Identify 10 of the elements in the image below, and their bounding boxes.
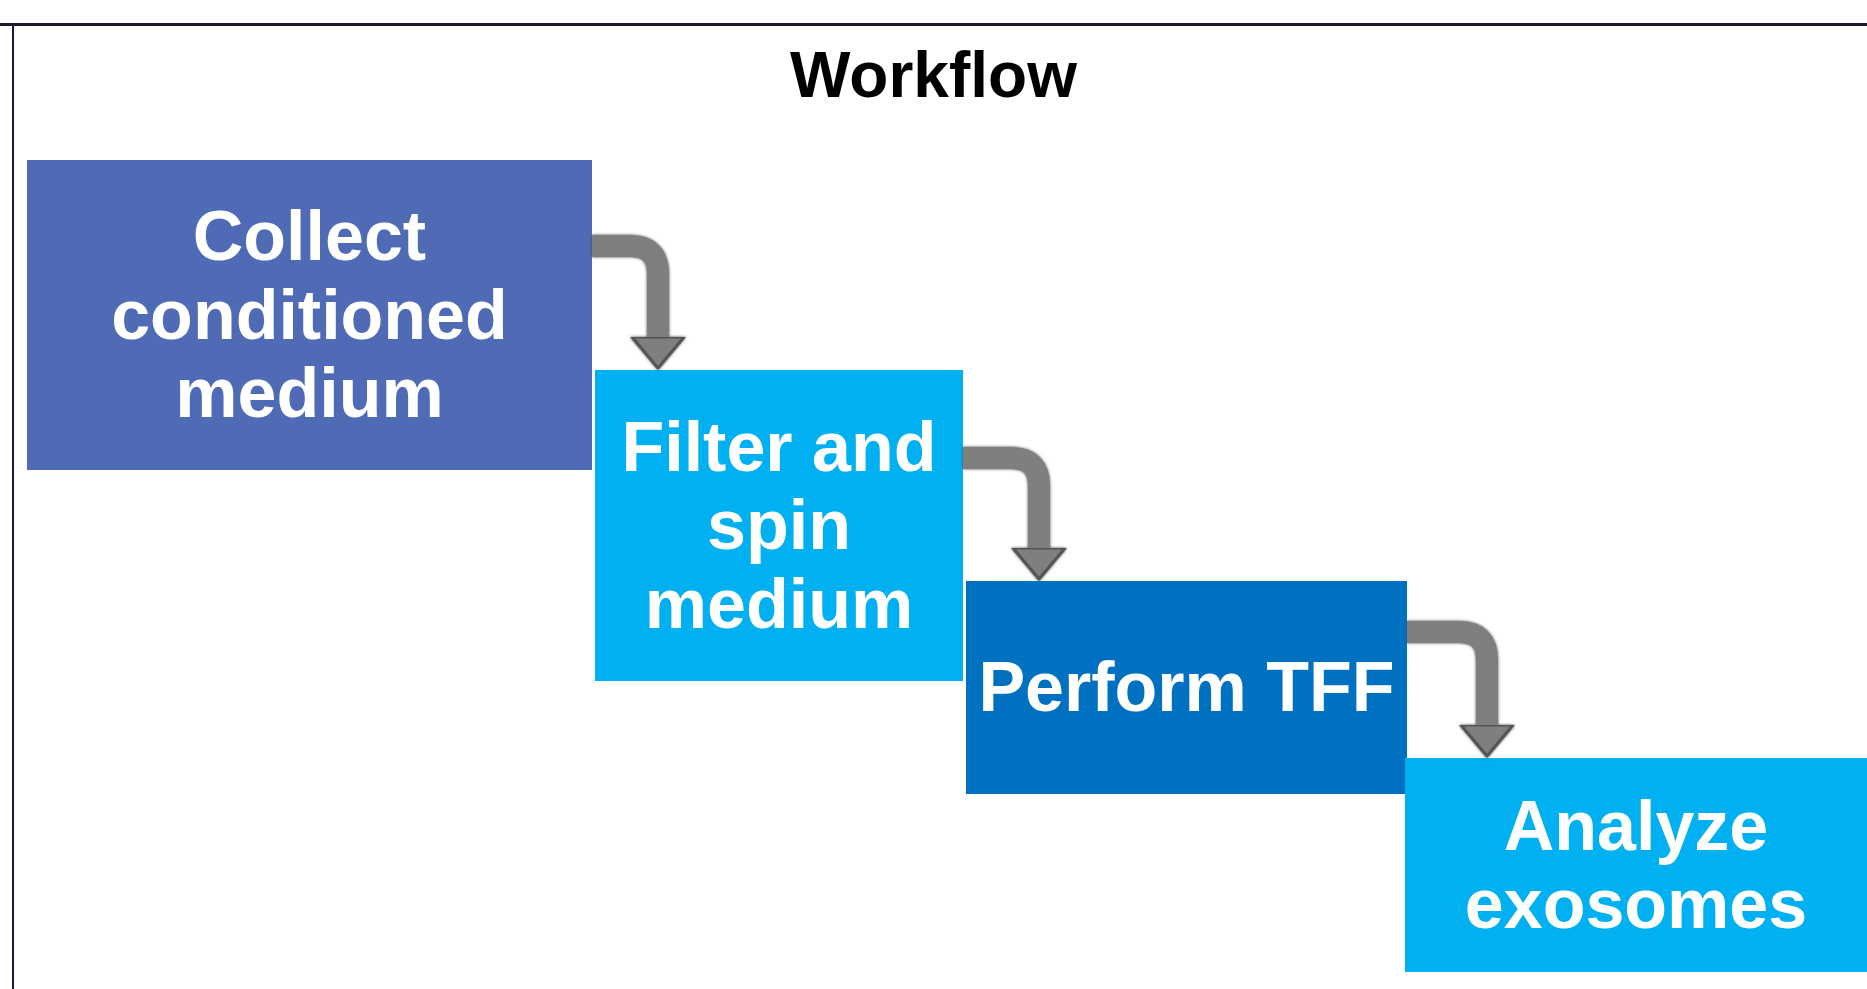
step-label: Perform TFF bbox=[978, 648, 1395, 727]
process-box bbox=[595, 370, 963, 681]
process-box bbox=[27, 160, 592, 470]
step-label: Analyze exosomes bbox=[1463, 786, 1809, 944]
step-label: Filter and spin medium bbox=[620, 407, 938, 644]
curved-arrow bbox=[592, 235, 686, 370]
process-box bbox=[966, 581, 1407, 794]
step-label: Collect conditioned medium bbox=[110, 197, 509, 433]
diagram-title: Workflow bbox=[789, 38, 1078, 112]
process-box bbox=[1405, 758, 1867, 972]
